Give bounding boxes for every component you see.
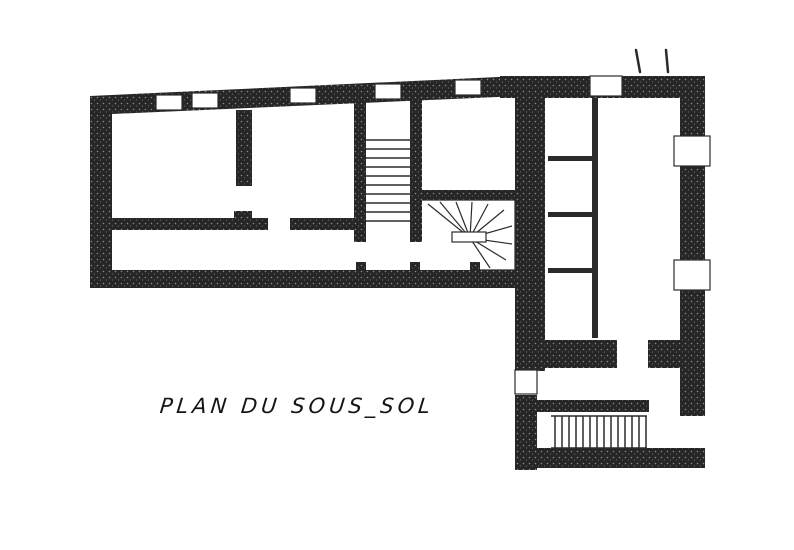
window-2 <box>191 92 219 109</box>
wall-right-wing-left <box>515 96 545 371</box>
partition-room1 <box>236 110 252 186</box>
cell-divider-2 <box>548 212 594 217</box>
pillar-a <box>234 211 252 221</box>
stub-c <box>470 262 480 272</box>
window-3 <box>289 87 317 104</box>
partition-stair-left <box>354 100 366 242</box>
straight-staircase <box>366 139 410 222</box>
wall-cross-left <box>537 340 617 368</box>
cell-divider-3 <box>548 268 594 273</box>
wall-cross-right <box>648 340 683 368</box>
interior-walls <box>112 98 517 272</box>
cellar-cells <box>548 98 598 338</box>
corridor-wall-a <box>112 218 268 230</box>
cell-divider-1 <box>548 156 594 161</box>
partition-stair-right <box>410 98 422 242</box>
stair-enclosure-top <box>422 190 517 200</box>
spiral-staircase <box>422 199 516 271</box>
cell-divider-spine <box>592 98 598 338</box>
wall-bottom-right <box>515 448 705 468</box>
wall-step-right <box>680 402 705 416</box>
plan-caption: PLAN DU SOUS_SOL <box>158 394 436 418</box>
stub-a <box>356 262 366 272</box>
wall-bottom-left <box>90 270 530 288</box>
window-7 <box>673 135 711 167</box>
window-openings <box>155 75 711 395</box>
stub-b <box>410 262 420 272</box>
wall-left <box>90 96 112 288</box>
wall-right <box>680 76 705 416</box>
window-1 <box>155 94 183 111</box>
corridor-wall-b <box>290 218 356 230</box>
wall-step-top <box>537 400 649 412</box>
window-9 <box>514 369 538 395</box>
entrance-steps <box>551 415 647 449</box>
window-6 <box>589 75 623 97</box>
window-5 <box>454 79 482 96</box>
window-8 <box>673 259 711 291</box>
window-4 <box>374 83 402 100</box>
vent-marks <box>634 48 670 74</box>
